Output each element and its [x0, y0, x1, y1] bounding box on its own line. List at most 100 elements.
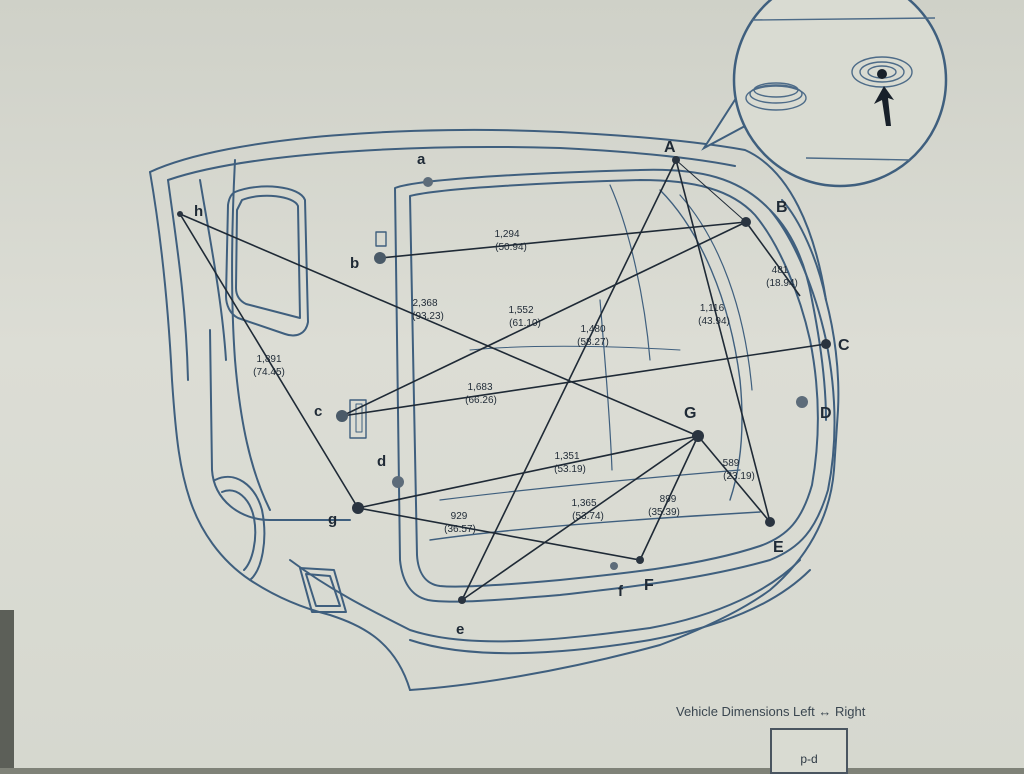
- point-labels: A B C D E F G a b c d e f g h: [194, 139, 850, 638]
- line-c-B: [341, 221, 747, 417]
- svg-text:(36.57): (36.57): [444, 524, 476, 535]
- line-b-B: [379, 221, 747, 259]
- svg-text:481: 481: [772, 265, 789, 276]
- svg-text:(23.19): (23.19): [723, 471, 755, 482]
- dim-h-g: 1,891 (74.45): [253, 354, 285, 378]
- svg-text:(53.74): (53.74): [572, 511, 604, 522]
- line-c-C: [341, 343, 827, 417]
- point-B: [741, 217, 751, 227]
- dim-g-F: 929 (36.57): [444, 511, 476, 535]
- line-e-G: [461, 435, 699, 601]
- label-g: g: [328, 511, 337, 528]
- line-g-G: [357, 435, 699, 509]
- arrow-up-icon: [874, 86, 894, 126]
- line-G-E: [697, 435, 771, 523]
- dim-c-B: 1,552 (61.10): [508, 305, 540, 329]
- caption-text: Vehicle Dimensions Left: [676, 704, 815, 719]
- label-E: E: [773, 539, 784, 556]
- monitor-bezel: [0, 610, 14, 768]
- label-C: C: [838, 337, 850, 354]
- svg-text:(53.19): (53.19): [554, 464, 586, 475]
- svg-text:899: 899: [660, 494, 677, 505]
- svg-text:(35.39): (35.39): [648, 507, 680, 518]
- dim-c-C: 1,683 (66.26): [465, 382, 497, 406]
- point-h: [177, 211, 183, 217]
- point-E: [765, 517, 775, 527]
- label-b: b: [350, 255, 359, 272]
- point-g: [352, 502, 364, 514]
- left-right-arrow-icon: ↔: [818, 704, 832, 719]
- diagram-caption: Vehicle Dimensions Left ↔ Right: [676, 704, 976, 719]
- svg-text:1,294: 1,294: [494, 229, 519, 240]
- reference-box: p-d: [770, 728, 848, 774]
- line-g-F: [357, 507, 641, 561]
- point-D: [796, 396, 808, 408]
- dim-h-G: 2,368 (93.23): [412, 298, 444, 322]
- svg-text:(66.26): (66.26): [465, 395, 497, 406]
- svg-text:(74.45): (74.45): [253, 367, 285, 378]
- svg-text:1,552: 1,552: [508, 305, 533, 316]
- svg-text:1,891: 1,891: [256, 354, 281, 365]
- point-a: [423, 177, 433, 187]
- svg-text:929: 929: [451, 511, 468, 522]
- label-F: F: [644, 577, 654, 594]
- line-B-C: [745, 221, 801, 297]
- label-f: f: [618, 583, 624, 600]
- svg-text:1,116: 1,116: [700, 303, 725, 314]
- measurement-points: [177, 156, 831, 604]
- dim-b-B: 1,294 (50.94): [494, 229, 526, 253]
- label-G: G: [684, 405, 696, 422]
- svg-text:(50.94): (50.94): [495, 242, 527, 253]
- label-B: B: [776, 199, 788, 216]
- svg-text:1,480: 1,480: [580, 324, 605, 335]
- line-A-E: [675, 159, 771, 523]
- point-C: [821, 339, 831, 349]
- dimension-labels: 1,294 (50.94) 481 (18.94) 2,368 (93.23) …: [253, 229, 798, 535]
- dim-G-E: 589 (23.19): [723, 458, 755, 482]
- detail-inset: [701, 0, 948, 188]
- label-a: a: [417, 151, 426, 168]
- svg-text:1,683: 1,683: [467, 382, 492, 393]
- svg-text:1,351: 1,351: [554, 451, 579, 462]
- svg-text:(43.94): (43.94): [698, 316, 730, 327]
- dim-e-G: 1,365 (53.74): [571, 498, 603, 522]
- label-d: d: [377, 453, 386, 470]
- vehicle-outline: [149, 128, 840, 691]
- point-G: [692, 430, 704, 442]
- dim-g-G: 1,351 (53.19): [554, 451, 586, 475]
- point-e: [458, 596, 466, 604]
- svg-text:(18.94): (18.94): [766, 278, 798, 289]
- line-G-F: [639, 435, 699, 561]
- label-A: A: [664, 139, 676, 156]
- measurement-lines: [179, 159, 827, 601]
- label-e: e: [456, 621, 464, 638]
- label-h: h: [194, 203, 203, 220]
- point-f: [610, 562, 618, 570]
- point-b: [374, 252, 386, 264]
- line-h-G: [179, 213, 699, 437]
- svg-text:(61.10): (61.10): [509, 318, 541, 329]
- dim-A-e: 1,480 (58.27): [577, 324, 609, 348]
- point-F: [636, 556, 644, 564]
- dim-A-E: 1,116 (43.94): [698, 303, 730, 327]
- line-A-B: [675, 159, 747, 223]
- svg-text:(58.27): (58.27): [577, 337, 609, 348]
- dim-B-C: 481 (18.94): [766, 265, 798, 289]
- line-A-e: [461, 159, 677, 601]
- svg-text:1,365: 1,365: [571, 498, 596, 509]
- point-c: [336, 410, 348, 422]
- reference-box-label: p-d: [800, 752, 818, 766]
- svg-text:2,368: 2,368: [412, 298, 437, 309]
- svg-text:589: 589: [723, 458, 740, 469]
- point-A: [672, 156, 680, 164]
- caption-right: Right: [835, 704, 866, 719]
- point-d: [392, 476, 404, 488]
- label-D: D: [820, 405, 832, 422]
- line-h-g: [179, 213, 359, 509]
- dim-G-F: 899 (35.39): [648, 494, 680, 518]
- measure-hole: [877, 69, 887, 79]
- label-c: c: [314, 403, 322, 420]
- svg-text:(93.23): (93.23): [412, 311, 444, 322]
